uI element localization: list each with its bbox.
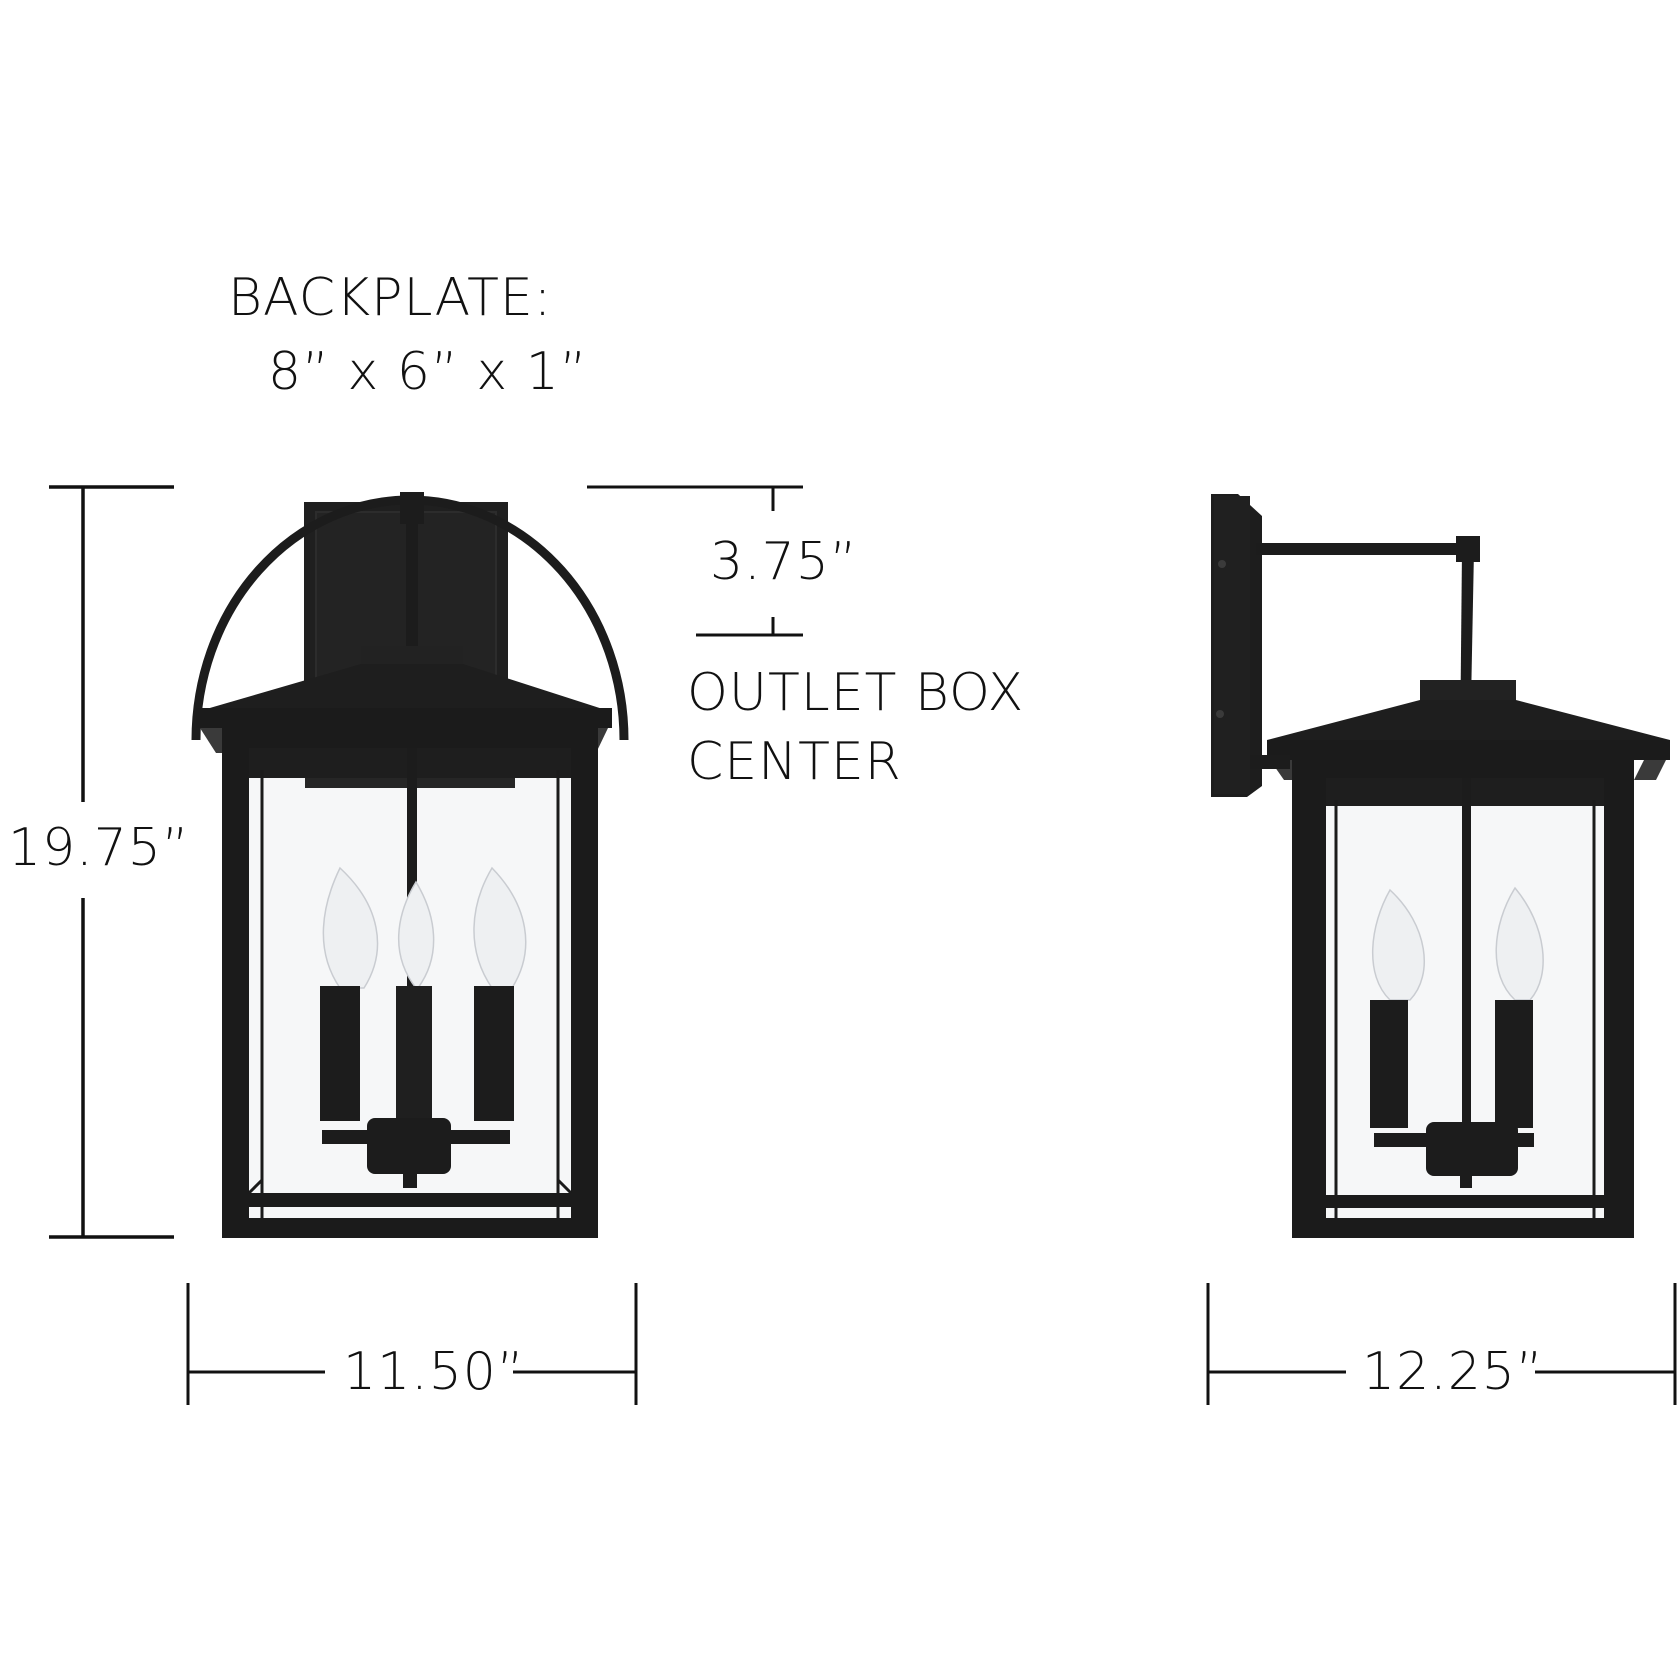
front-width-dimension-label: 11.50” (343, 1342, 525, 1402)
front-width-dimension-lines (186, 1283, 638, 1405)
bulb-icon (322, 866, 379, 989)
backplate-dimensions: 8” x 6” x 1” (268, 342, 588, 402)
side-depth-dimension-label: 12.25” (1362, 1342, 1544, 1402)
side-view-lantern (1211, 494, 1670, 1238)
outlet-offset-dimension-label: 3.75” (710, 532, 858, 592)
outlet-box-label-line2: CENTER (687, 732, 902, 792)
side-depth-dimension-lines (1206, 1283, 1677, 1405)
front-view-lantern (191, 492, 629, 1238)
height-dimension-label: 19.75” (8, 818, 190, 878)
height-dimension-lines (49, 485, 174, 1239)
outlet-offset-dimension-lines (587, 485, 803, 637)
backplate-title: BACKPLATE: (228, 268, 553, 328)
outlet-box-label-line1: OUTLET BOX (687, 663, 1025, 723)
